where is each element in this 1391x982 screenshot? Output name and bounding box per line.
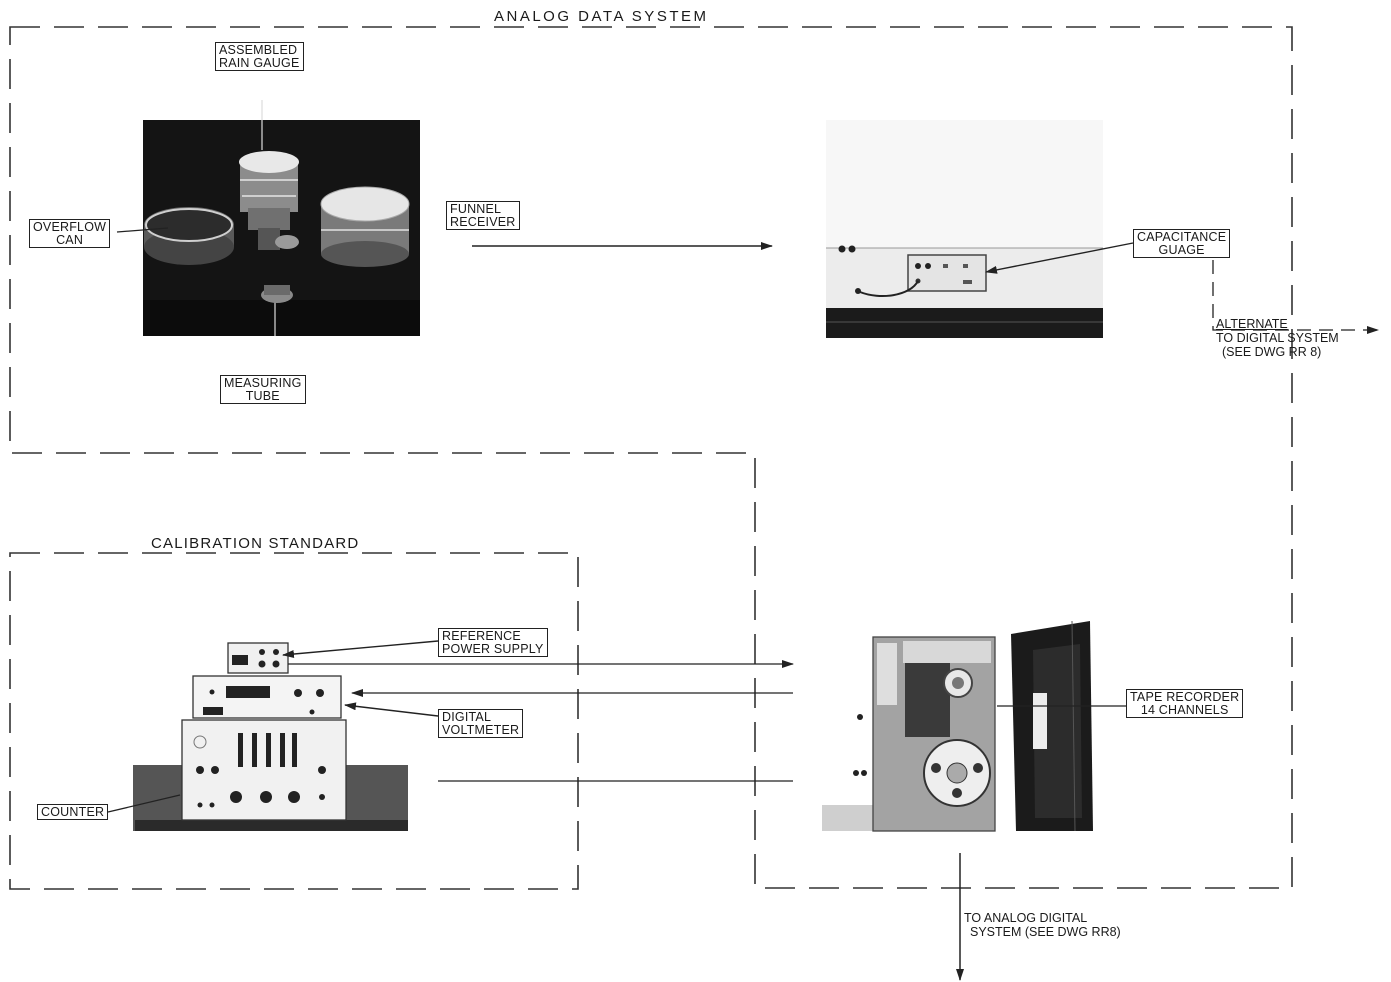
label-line: DIGITAL [442,710,492,724]
assembled-rain-gauge-label: ASSEMBLED RAIN GAUGE [215,42,304,71]
to-analog-digital-note: TO ANALOG DIGITAL SYSTEM (SEE DWG RR8) [964,911,1121,939]
analog-system-boundary [9,26,1293,889]
label-line: 14 CHANNELS [1140,703,1229,717]
label-line: OVERFLOW [33,220,107,234]
digital-voltmeter-label: DIGITAL VOLTMETER [438,709,524,738]
label-line: CAN [56,233,84,247]
label-line: TUBE [245,389,280,403]
counter-label: COUNTER [37,804,109,820]
note-line: TO ANALOG DIGITAL [964,911,1088,925]
tape-recorder-label: TAPE RECORDER 14 CHANNELS [1126,689,1244,718]
reference-leader [282,640,439,658]
calibration-equipment-photo [133,642,408,831]
tape-recorder-photo [822,620,1093,832]
note-line: (SEE DWG RR 8) [1222,345,1322,359]
label-line: COUNTER [41,805,105,819]
label-line: ASSEMBLED [219,43,298,57]
measuring-tube-label: MEASURING TUBE [220,375,306,404]
capacitance-leader [985,242,1134,274]
label-line: CAPACITANCE [1137,230,1227,244]
counter-leader [107,794,181,813]
rain-gauge-photo [143,100,420,336]
funnel-receiver-label: FUNNEL RECEIVER [446,201,520,230]
capacitance-gauge-photo [826,120,1103,338]
reference-power-supply-label: REFERENCE POWER SUPPLY [438,628,548,657]
analog-system-title: ANALOG DATA SYSTEM [488,8,715,25]
alternate-path [1212,260,1379,334]
label-line: FUNNEL [450,202,502,216]
capacitance-guage-label: CAPACITANCE GUAGE [1133,229,1231,258]
label-line: GUAGE [1158,243,1205,257]
calibration-standard-title: CALIBRATION STANDARD [145,535,366,552]
note-line: TO DIGITAL SYSTEM [1216,331,1339,345]
label-line: TAPE RECORDER [1130,690,1240,704]
label-line: VOLTMETER [442,723,520,737]
label-line: MEASURING [224,376,302,390]
calibration-standard-boundary [9,552,579,890]
label-line: REFERENCE [442,629,521,643]
label-line: RECEIVER [450,215,516,229]
overflow-can-label: OVERFLOW CAN [29,219,111,248]
alternate-note: ALTERNATE TO DIGITAL SYSTEM (SEE DWG RR … [1216,317,1339,359]
voltmeter-leader [344,702,439,717]
overflow-can-leader [116,227,169,233]
note-line: SYSTEM (SEE DWG RR8) [970,925,1121,939]
label-line: RAIN GAUGE [219,56,300,70]
label-line: POWER SUPPLY [442,642,544,656]
note-line: ALTERNATE [1216,317,1288,331]
